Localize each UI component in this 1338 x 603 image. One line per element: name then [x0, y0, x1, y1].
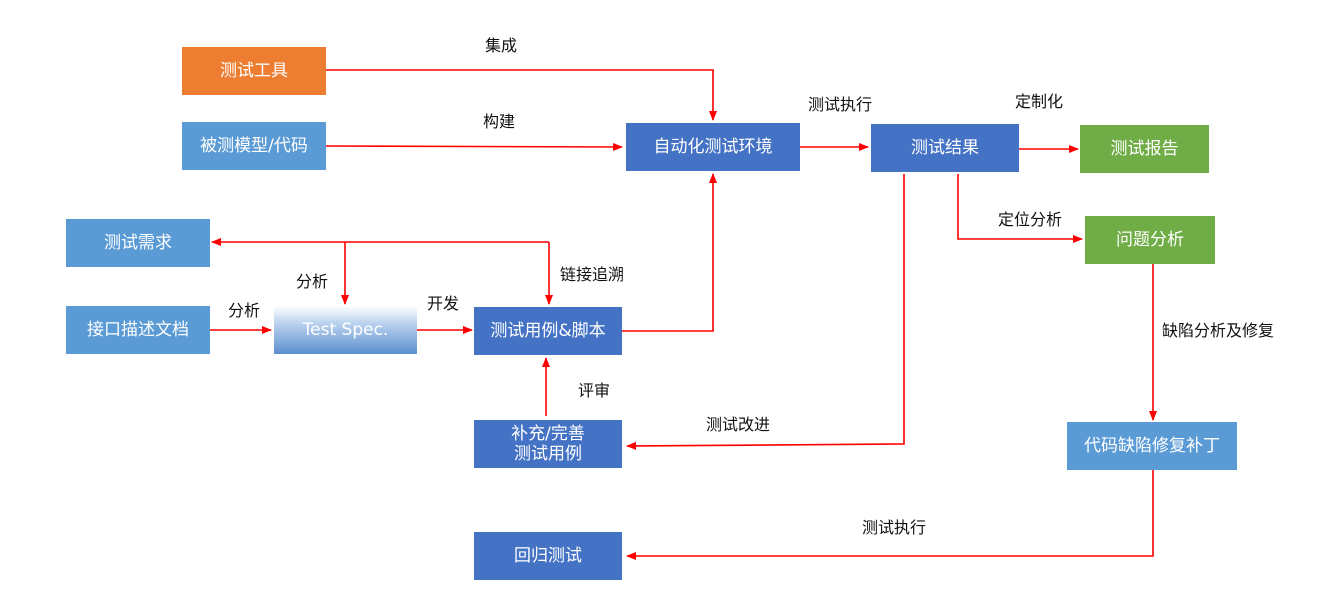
- arrow-result-to-supplement: [626, 174, 905, 450]
- node-problem-analysis: 问题分析: [1085, 216, 1215, 264]
- node-test-tools: 测试工具: [182, 47, 326, 95]
- label-analyze-1: 分析: [296, 272, 329, 291]
- node-test-spec: Test Spec.: [274, 306, 417, 354]
- label-locate: 定位分析: [998, 210, 1063, 229]
- arrow-cases-to-env: [622, 173, 717, 332]
- label-analyze-2: 分析: [228, 301, 261, 320]
- node-test-report: 测试报告: [1080, 125, 1209, 173]
- node-model-code: 被测模型/代码: [182, 122, 326, 170]
- label-improve: 测试改进: [706, 415, 771, 434]
- label-bug-fix: 缺陷分析及修复: [1162, 321, 1275, 340]
- label-customize: 定制化: [1015, 92, 1064, 111]
- label-develop: 开发: [427, 294, 460, 313]
- node-test-result: 测试结果: [871, 124, 1019, 172]
- node-auto-env: 自动化测试环境: [626, 123, 800, 171]
- label-review: 评审: [578, 381, 611, 400]
- arrow-tools-to-env: [326, 69, 717, 121]
- arrow-result-to-problem: [957, 174, 1083, 243]
- node-test-cases: 测试用例&脚本: [474, 307, 622, 355]
- label-test-exec-1: 测试执行: [808, 95, 873, 114]
- node-test-req: 测试需求: [66, 219, 210, 267]
- label-trace: 链接追溯: [560, 265, 625, 284]
- node-bug-patch: 代码缺陷修复补丁: [1067, 422, 1237, 470]
- label-integrate: 集成: [485, 36, 518, 55]
- arrow-model-to-env: [325, 142, 623, 151]
- label-build: 构建: [483, 112, 516, 131]
- node-regression: 回归测试: [474, 532, 622, 580]
- node-supplement-cases: 补充/完善 测试用例: [474, 420, 622, 468]
- node-interface-doc: 接口描述文档: [66, 306, 210, 354]
- arrow-patch-to-regression: [626, 470, 1154, 560]
- label-test-exec-2: 测试执行: [862, 518, 927, 537]
